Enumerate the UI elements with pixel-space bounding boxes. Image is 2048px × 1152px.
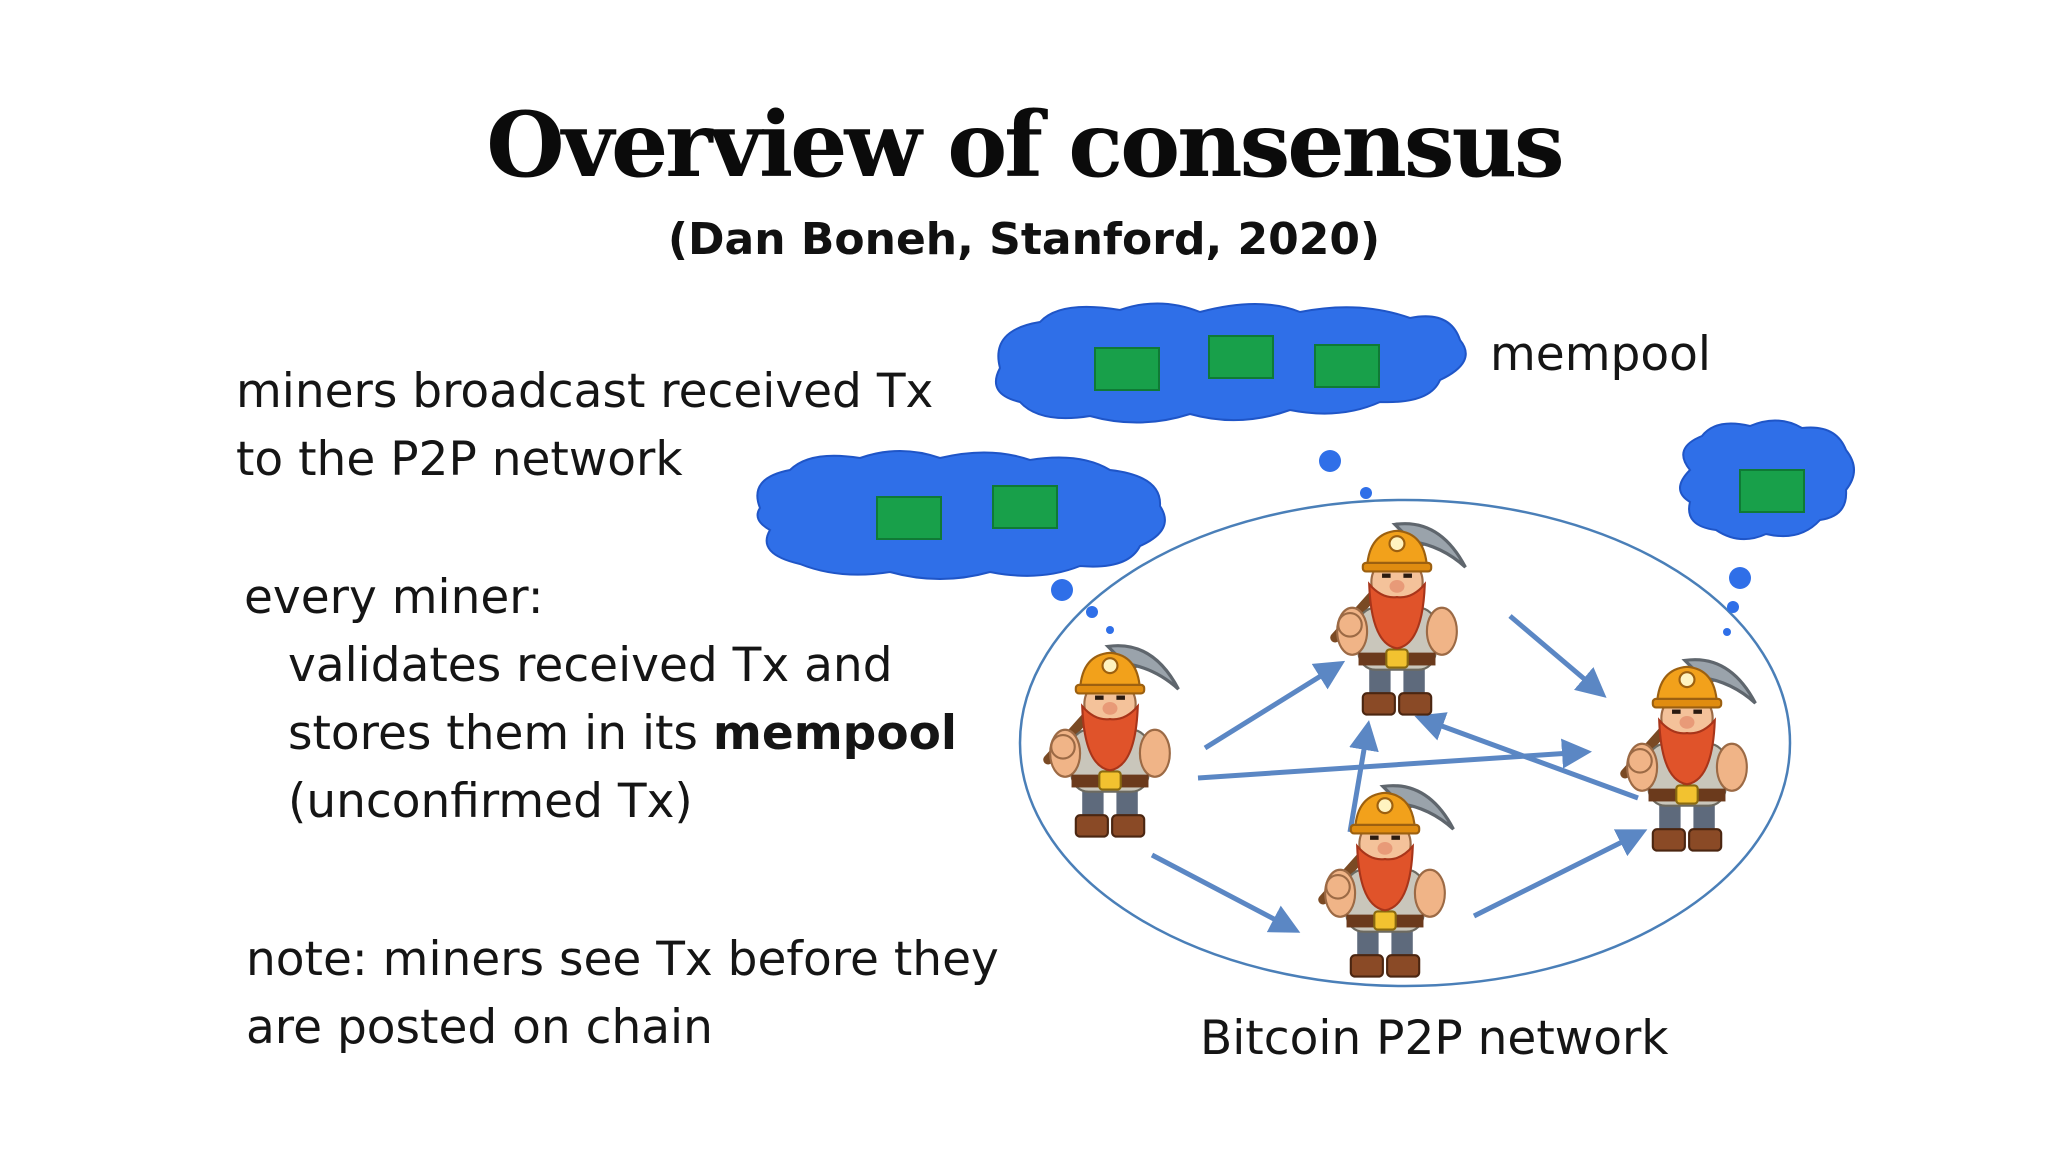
- thought-dot: [1723, 628, 1731, 636]
- miner-icon: [1048, 646, 1178, 837]
- thought-dot: [1106, 626, 1114, 634]
- thought-dot: [1086, 606, 1098, 618]
- transaction-box-icon: [1739, 469, 1805, 513]
- arrow-icon: [1414, 712, 1639, 801]
- transaction-box-icon: [992, 485, 1058, 529]
- stores-text: stores them in its mempool: [288, 700, 957, 768]
- transaction-box-icon: [876, 496, 942, 540]
- cloud-icon-left: [756, 450, 1166, 634]
- thought-dot: [1729, 567, 1751, 589]
- arrow-icon: [1508, 614, 1607, 698]
- broadcast-text-line2: to the P2P network: [236, 432, 683, 487]
- validates-text: validates received Tx and: [288, 638, 893, 693]
- note-text-line2: are posted on chain: [246, 1000, 713, 1055]
- thought-dot: [1727, 601, 1739, 613]
- miner-icon: [1323, 786, 1453, 977]
- network-boundary-ellipse: [1018, 498, 1792, 988]
- cloud-icon-right: [1679, 419, 1855, 636]
- cloud-icon-top: [995, 302, 1467, 499]
- transaction-box-icon: [1094, 347, 1160, 391]
- miner-icon: [1625, 660, 1755, 851]
- arrow-icon: [1150, 852, 1301, 933]
- unconfirmed-text: (unconfirmed Tx): [288, 774, 693, 829]
- arrow-icon: [1347, 720, 1379, 833]
- arrow-icon: [1203, 660, 1346, 751]
- miner-icon: [1335, 524, 1465, 715]
- network-label: Bitcoin P2P network: [1200, 1011, 1669, 1066]
- note-text-line1: note: miners see Tx before they: [246, 932, 999, 987]
- thought-dot: [1360, 487, 1372, 499]
- mempool-label: mempool: [1490, 327, 1711, 382]
- broadcast-text-line1: miners broadcast received Tx: [236, 364, 934, 419]
- transaction-box-icon: [1208, 335, 1274, 379]
- stores-prefix: stores them in its: [288, 706, 713, 761]
- slide-title: Overview of consensus: [486, 92, 1564, 198]
- arrows: [1150, 614, 1648, 933]
- slide-subtitle: (Dan Boneh, Stanford, 2020): [667, 214, 1381, 265]
- every-miner-heading: every miner:: [244, 570, 544, 625]
- mempool-emphasis: mempool: [712, 706, 958, 761]
- arrow-icon: [1472, 829, 1648, 919]
- thought-dot: [1051, 579, 1073, 601]
- transaction-box-icon: [1314, 344, 1380, 388]
- thought-dot: [1319, 450, 1341, 472]
